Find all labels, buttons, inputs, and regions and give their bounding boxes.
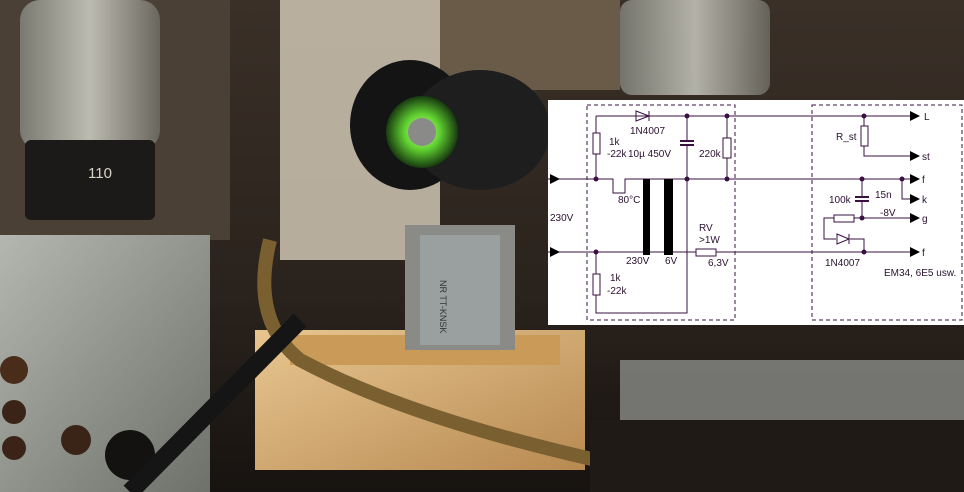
output-g-label: g — [922, 214, 928, 225]
diode-bottom-label: 1N4007 — [825, 258, 860, 269]
rv-voltage-label: 6,3V — [708, 258, 729, 269]
capacitor-label: 10µ 450V — [628, 149, 671, 160]
diode-top-label: 1N4007 — [630, 126, 665, 137]
r220k-label: 220k — [699, 149, 722, 160]
tube-marking: 110 — [88, 165, 112, 182]
tube-base-left — [25, 140, 155, 220]
tube-glass-left — [20, 0, 160, 150]
output-k-label: k — [922, 195, 928, 206]
secondary-label: 6V — [665, 256, 678, 267]
output-st-label: st — [922, 152, 930, 163]
fuse-label: 80°C — [618, 195, 640, 206]
metal-rail — [620, 360, 964, 420]
rv-label: RV — [699, 223, 713, 234]
grid-voltage-label: -8V — [880, 208, 896, 219]
tube-types-label: EM34, 6E5 usw. — [884, 268, 956, 279]
transformer-marking: NR TT-KNSK — [438, 280, 448, 333]
resistor-220k — [722, 137, 732, 159]
output-l-label: L — [924, 112, 930, 123]
power-supply-box — [586, 104, 736, 321]
r-bot-label-1: 1k — [610, 273, 622, 284]
nodes — [593, 113, 905, 255]
r-bot-label-2: -22k — [607, 286, 627, 297]
r-top-label-2: -22k — [607, 149, 627, 160]
tube-glass-right — [620, 0, 770, 95]
capacitor-15n — [855, 196, 869, 202]
arrows — [550, 111, 920, 257]
primary-label: 230V — [626, 256, 650, 267]
resistor-top — [592, 132, 601, 155]
socket-hole — [0, 356, 28, 384]
rv-power-label: >1W — [699, 235, 720, 246]
resistor-rst — [860, 125, 869, 147]
r-top-label-1: 1k — [609, 137, 621, 148]
transformer-secondary — [664, 179, 673, 255]
rst-label: R_st — [836, 132, 857, 143]
resistor-bottom — [592, 273, 601, 296]
transformer-primary — [643, 179, 650, 255]
r100k-label: 100k — [829, 195, 852, 206]
resistor-rv — [695, 248, 717, 257]
capacitor-10u — [680, 140, 694, 146]
output-f1-label: f — [922, 175, 925, 186]
schematic-background — [548, 100, 964, 325]
schematic-labels: 230V 1N4007 1k -22k 10µ 450V 220k 80°C 2… — [550, 112, 956, 297]
diode-top — [635, 110, 651, 122]
output-f2-label: f — [922, 248, 925, 259]
resistor-100k — [833, 214, 855, 223]
input-voltage-label: 230V — [550, 213, 574, 224]
c15n-label: 15n — [875, 190, 892, 201]
diode-bottom — [836, 233, 851, 245]
schematic — [548, 100, 964, 325]
